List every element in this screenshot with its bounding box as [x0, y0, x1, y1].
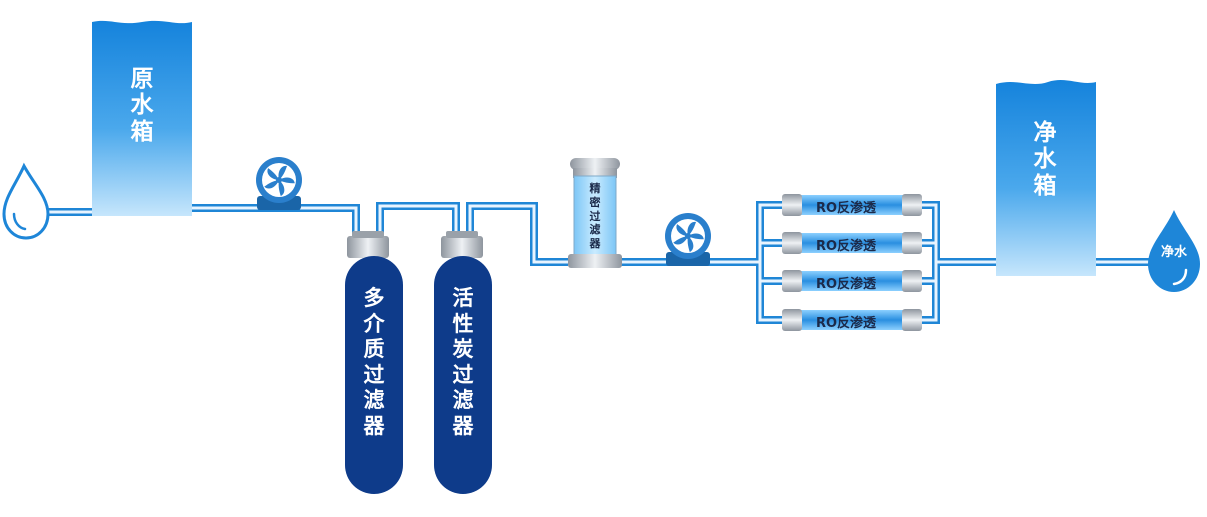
ro-membrane-array [782, 194, 922, 331]
ro-membrane-4 [782, 309, 922, 331]
activated-carbon-filter-label: 活 性 炭 过 滤 器 [452, 286, 474, 439]
outlet-drop-label: 净水 [1160, 245, 1187, 260]
ro-membrane-4-label: RO反渗透 [816, 316, 877, 331]
precision-filter-label: 精 密 过 滤 器 [589, 182, 601, 250]
raw-water-tank [92, 20, 192, 216]
ro-membrane-1-label: RO反渗透 [816, 201, 877, 216]
outlet-water-drop-icon [1148, 210, 1200, 292]
multi-media-filter [345, 231, 403, 494]
pump-1-icon [256, 157, 302, 210]
activated-carbon-filter [434, 231, 492, 494]
clean-water-tank-label: 净 水 箱 [1033, 120, 1057, 199]
inlet-water-drop-icon [2, 162, 50, 240]
raw-water-tank-label: 原 水 箱 [130, 66, 154, 145]
ro-membrane-3 [782, 270, 922, 292]
precision-filter [568, 158, 622, 268]
ro-membrane-1 [782, 194, 922, 216]
ro-membrane-2 [782, 232, 922, 254]
clean-water-tank [996, 80, 1096, 277]
pump-2-icon [665, 213, 711, 266]
ro-membrane-2-label: RO反渗透 [816, 239, 877, 254]
multi-media-filter-label: 多 介 质 过 滤 器 [363, 286, 385, 439]
ro-membrane-3-label: RO反渗透 [816, 277, 877, 292]
